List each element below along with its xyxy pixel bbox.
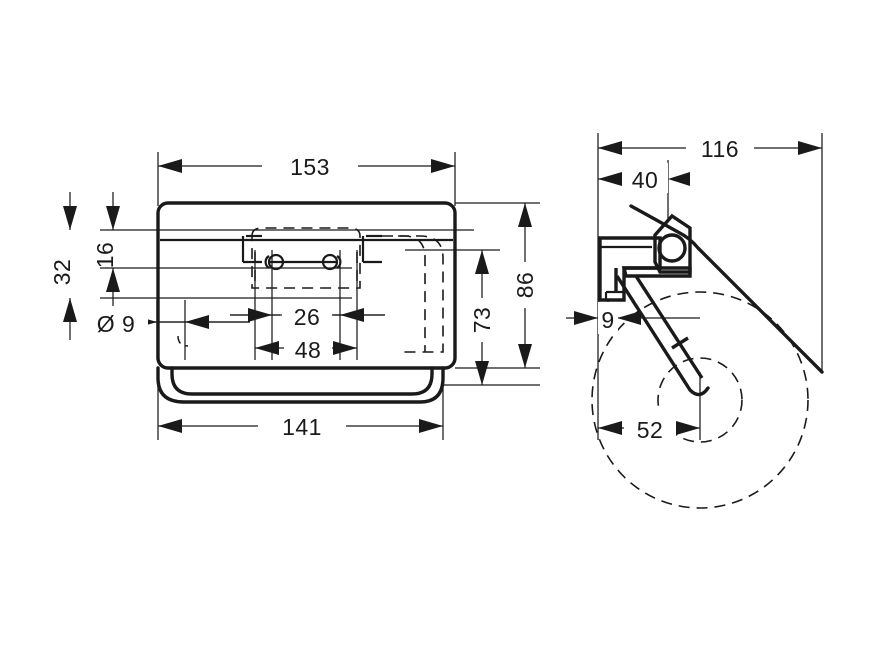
side-hinge-block: [621, 213, 692, 278]
dim-52: 52: [598, 372, 701, 444]
dim-26-label: 26: [294, 304, 321, 330]
dim-73-label: 73: [469, 307, 495, 334]
dim-16: 16: [92, 192, 120, 310]
dim-26: 26: [230, 299, 385, 331]
front-body-outline: [156, 201, 457, 370]
dim-52-label: 52: [637, 417, 664, 443]
dim-48-label: 48: [295, 337, 322, 363]
dim-dia-9: Ø 9: [84, 306, 250, 338]
dim-116: 116: [598, 132, 822, 162]
dim-32: 32: [49, 192, 77, 340]
front-hidden-details: [177, 227, 444, 353]
dim-153-label: 153: [290, 154, 330, 180]
side-roll-arm: [615, 275, 710, 397]
dim-73: 73: [466, 250, 498, 385]
dim-16-label: 16: [92, 242, 118, 269]
dim-40-label: 40: [632, 167, 659, 193]
dim-86: 86: [509, 203, 541, 368]
side-paper-roll-dashed: [591, 291, 809, 509]
dim-141-label: 141: [282, 414, 322, 440]
dim-86-label: 86: [512, 272, 538, 299]
dim-40: 40: [598, 163, 690, 193]
dim-48: 48: [255, 332, 357, 364]
dim-116-label: 116: [701, 136, 739, 162]
dim-9-side-label: 9: [601, 307, 614, 333]
side-view: 116 40 9 52: [566, 132, 824, 509]
dim-32-label: 32: [49, 259, 75, 286]
dim-141: 141: [158, 410, 443, 440]
side-cover-flap: [629, 204, 824, 374]
dim-9-side: 9: [566, 300, 700, 334]
front-view: 153 141 32 16: [49, 150, 541, 440]
dim-dia-9-label: Ø 9: [97, 311, 136, 337]
dim-153: 153: [158, 150, 455, 180]
front-tray: [156, 366, 445, 404]
front-keyhole-detail: [241, 234, 382, 271]
